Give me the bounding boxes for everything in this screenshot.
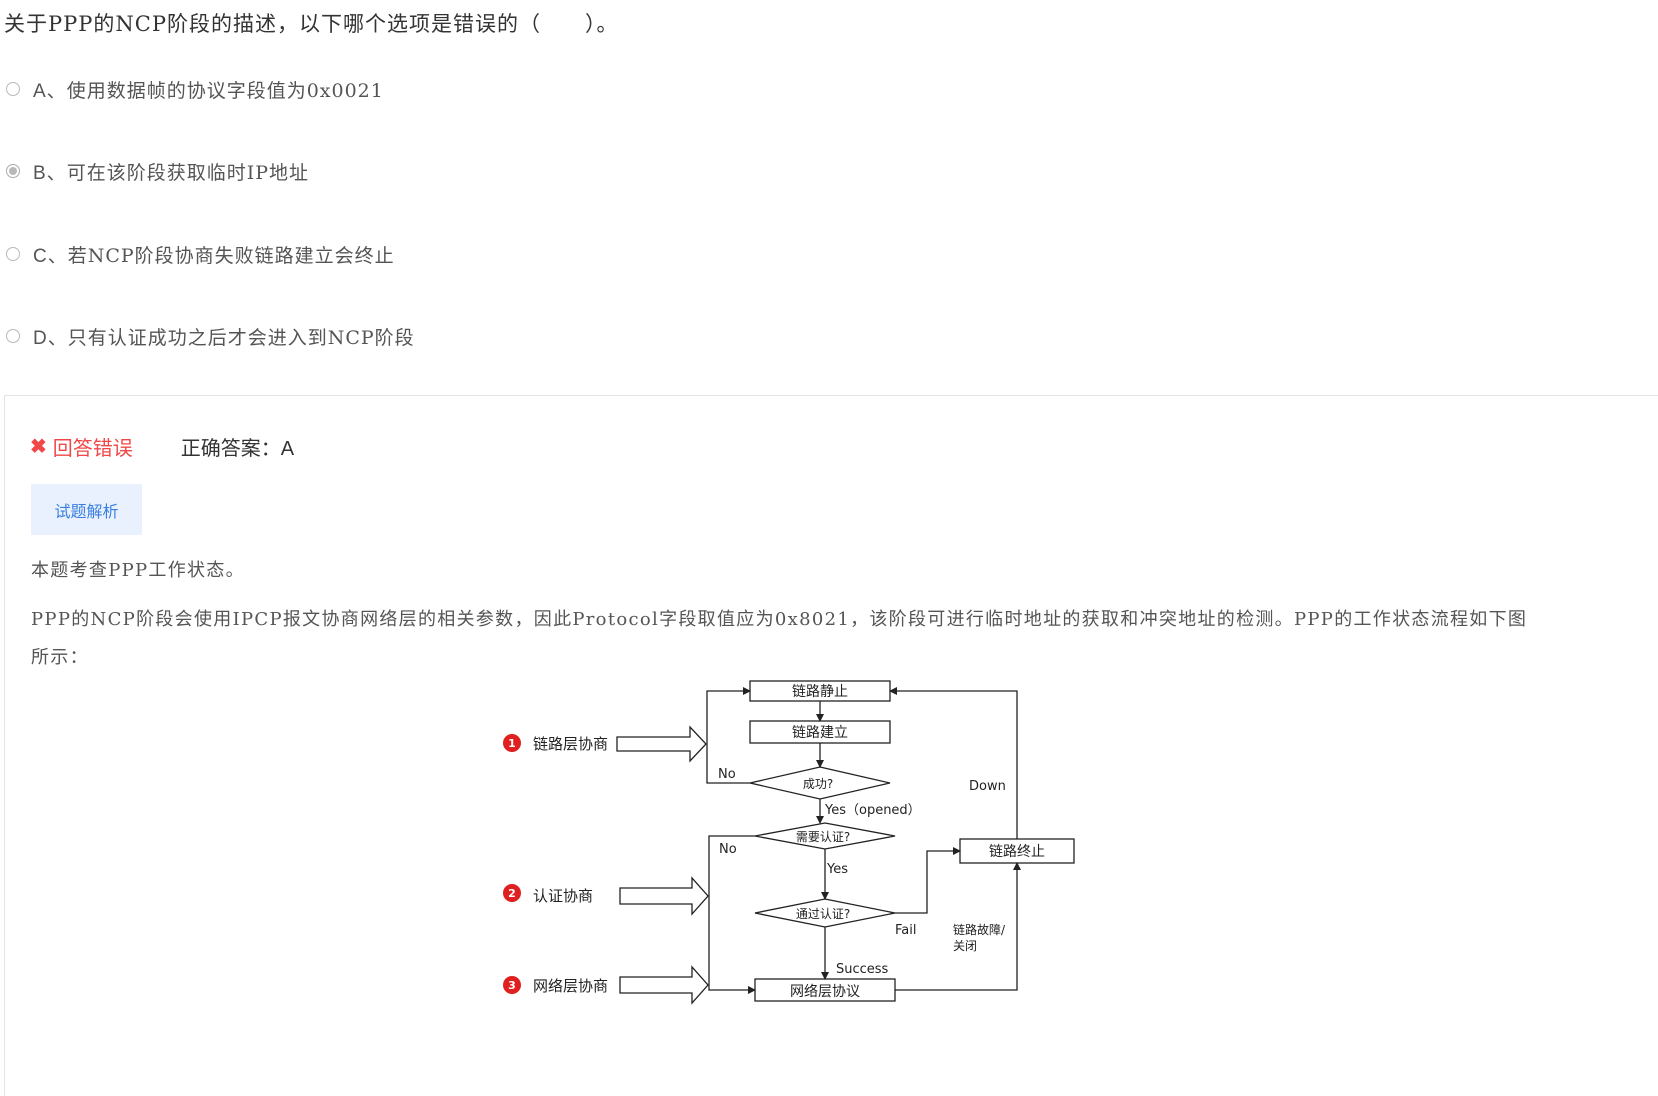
analysis-paragraph-1: 本题考查PPP工作状态。	[31, 560, 245, 581]
option-text: 使用数据帧的协议字段值为0x0021	[66, 79, 384, 102]
tab-analysis[interactable]: 试题解析	[31, 484, 142, 535]
step-1: 1 链路层协商	[503, 734, 608, 753]
label-pass-q: 通过认证?	[796, 907, 850, 921]
edge-fault-2: 关闭	[953, 939, 977, 953]
edge-fail: Fail	[895, 923, 916, 938]
ppp-state-diagram: 链路静止 链路建立 链路终止 网络层协议 成功? 需要认证? 通过认证? No …	[503, 680, 1075, 1005]
option-c[interactable]: C、 若NCP阶段协商失败链路建立会终止	[4, 239, 395, 269]
label-establish: 链路建立	[792, 725, 848, 741]
analysis-paragraph-2: PPP的NCP阶段会使用IPCP报文协商网络层的相关参数，因此Protocol字…	[31, 609, 1528, 668]
option-b[interactable]: B、 可在该阶段获取临时IP地址	[4, 156, 309, 186]
option-text: 只有认证成功之后才会进入到NCP阶段	[67, 326, 415, 349]
radio-icon[interactable]	[6, 329, 20, 343]
edge-yes-opened: Yes（opened）	[824, 803, 921, 818]
wrong-status: ✖ 回答错误	[30, 432, 133, 461]
step-arrow-1	[616, 725, 707, 763]
edge-fault-1: 链路故障/	[953, 922, 1006, 937]
radio-selected-icon[interactable]	[6, 164, 20, 178]
label-terminate: 链路终止	[989, 844, 1045, 860]
step-3-label: 网络层协商	[533, 977, 608, 995]
step-1-label: 链路层协商	[533, 735, 608, 753]
option-letter: B、	[33, 162, 67, 184]
option-text: 若NCP阶段协商失败链路建立会终止	[67, 244, 395, 267]
step-arrow-2	[619, 876, 709, 916]
close-icon: ✖	[30, 436, 47, 458]
label-network: 网络层协议	[790, 984, 860, 1000]
question-text: 关于PPP的NCP阶段的描述，以下哪个选项是错误的（ ）。	[4, 12, 619, 36]
step-3-number: 3	[508, 979, 516, 992]
option-letter: C、	[33, 245, 68, 267]
option-letter: A、	[33, 80, 67, 102]
edge-success: Success	[836, 962, 889, 977]
option-text: 可在该阶段获取临时IP地址	[66, 161, 309, 184]
step-arrow-3	[619, 965, 709, 1005]
label-dead: 链路静止	[792, 684, 848, 700]
step-3: 3 网络层协商	[503, 976, 608, 995]
correct-answer: 正确答案：A	[180, 438, 295, 460]
step-1-number: 1	[508, 737, 516, 750]
edge-no-1: No	[718, 767, 736, 782]
result-row: ✖ 回答错误 正确答案：A	[30, 432, 294, 461]
label-auth-q: 需要认证?	[796, 830, 850, 844]
step-2-number: 2	[508, 887, 516, 900]
radio-icon[interactable]	[6, 82, 20, 96]
label-success-q: 成功?	[803, 777, 833, 791]
option-letter: D、	[33, 327, 68, 349]
radio-icon[interactable]	[6, 247, 20, 261]
option-d[interactable]: D、 只有认证成功之后才会进入到NCP阶段	[4, 321, 415, 351]
edge-down: Down	[969, 779, 1006, 794]
step-2-label: 认证协商	[533, 887, 593, 905]
edge-no-2: No	[719, 842, 737, 857]
edge-yes: Yes	[826, 862, 848, 877]
option-a[interactable]: A、 使用数据帧的协议字段值为0x0021	[4, 74, 384, 104]
status-text: 回答错误	[52, 438, 133, 460]
step-2: 2 认证协商	[503, 884, 593, 905]
